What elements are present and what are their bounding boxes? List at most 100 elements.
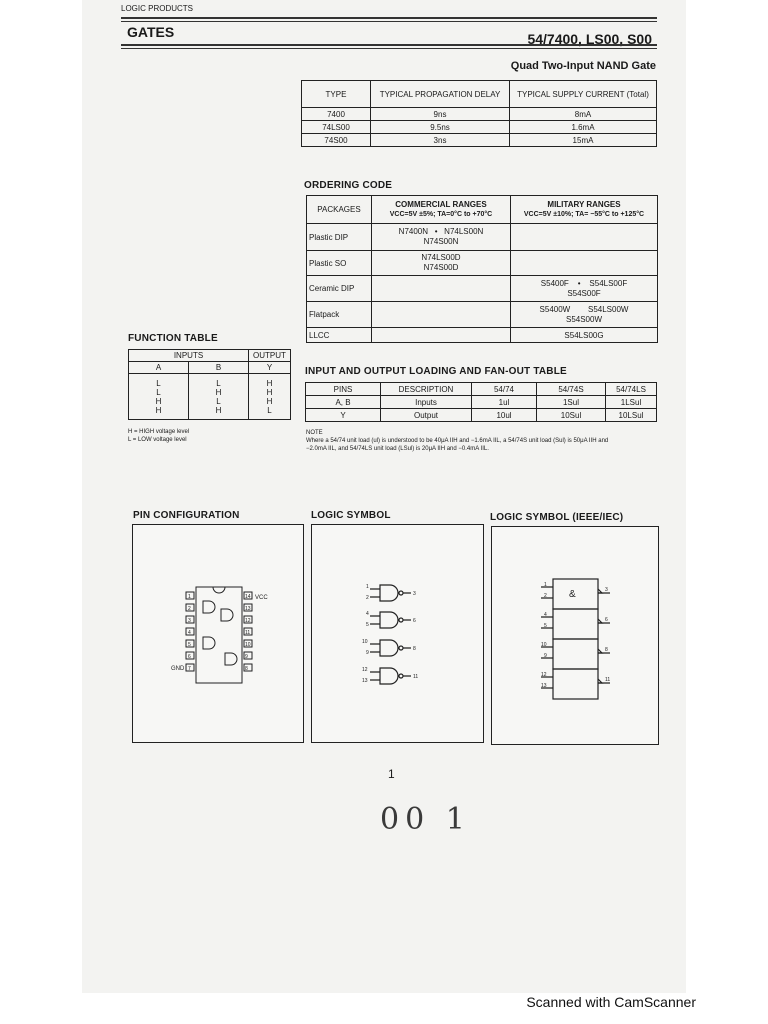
col-b-header: B — [188, 361, 249, 374]
ordering-code-title: ORDERING CODE — [304, 180, 393, 191]
col-a-header: A — [128, 361, 189, 374]
svg-text:3: 3 — [413, 591, 416, 597]
nand-gate-3 — [202, 636, 216, 650]
svg-text:6: 6 — [188, 654, 191, 660]
col-y-values: H H H L — [248, 373, 291, 420]
header-rule-top — [121, 17, 657, 19]
description-header: DESCRIPTION — [380, 382, 472, 396]
std-header: 54/74 — [471, 382, 537, 396]
nand-gate-2 — [379, 611, 399, 629]
table-cell: 9ns — [370, 107, 510, 121]
table-cell: H — [155, 405, 162, 415]
svg-text:13: 13 — [245, 606, 251, 612]
part-number: N74S00D — [423, 263, 459, 272]
commercial-cell: N74LS00D N74S00D — [371, 250, 511, 276]
inversion-bubble — [398, 673, 404, 679]
inversion-bubble — [398, 645, 404, 651]
function-table-title: FUNCTION TABLE — [128, 333, 218, 344]
svg-text:6: 6 — [605, 617, 608, 623]
table-cell: 74S00 — [301, 133, 371, 147]
svg-text:11: 11 — [605, 677, 610, 683]
loading-table-title: INPUT AND OUTPUT LOADING AND FAN-OUT TAB… — [305, 366, 567, 377]
table-cell: 9.5ns — [370, 120, 510, 134]
svg-text:12: 12 — [245, 618, 251, 624]
scanner-watermark: Scanned with CamScanner — [526, 994, 696, 1010]
ieee-input-leads — [541, 586, 553, 689]
table-cell: H — [266, 378, 273, 388]
category-label: LOGIC PRODUCTS — [121, 4, 194, 13]
military-cell — [510, 223, 658, 251]
svg-text:6: 6 — [413, 618, 416, 624]
package-cell: Ceramic DIP — [306, 275, 372, 302]
table-cell: 1.6mA — [509, 120, 657, 134]
military-conditions: VCC=5V ±10%; TA= −55°C to +125°C — [523, 210, 645, 218]
ieee-gate-3 — [552, 638, 599, 670]
commercial-cell: N7400N • N74LS00N N74S00N — [371, 223, 511, 251]
current-header: TYPICAL SUPPLY CURRENT (Total) — [509, 80, 657, 108]
table-cell: 1ul — [471, 395, 537, 409]
svg-text:8: 8 — [605, 647, 608, 653]
svg-text:1: 1 — [366, 584, 369, 590]
note-line: H = HIGH voltage level — [128, 429, 190, 435]
commercial-title: COMMERCIAL RANGES — [395, 199, 487, 209]
svg-text:5: 5 — [366, 622, 369, 628]
inputs-group-header: INPUTS — [128, 349, 249, 362]
logic-symbol-ieee-title: LOGIC SYMBOL (IEEE/IEC) — [490, 512, 624, 523]
commercial-cell — [371, 301, 511, 328]
loading-note: NOTE Where a 54/74 unit load (ul) is und… — [306, 429, 658, 453]
table-cell: L — [216, 378, 221, 388]
table-cell: 3ns — [370, 133, 510, 147]
nand-gate-3 — [379, 639, 399, 657]
pins-header: PINS — [305, 382, 381, 396]
and-qualifier-symbol: & — [569, 589, 576, 600]
note-line: L = LOW voltage level — [128, 437, 187, 443]
package-cell: Plastic SO — [306, 250, 372, 276]
table-cell: 7400 — [301, 107, 371, 121]
svg-text:9: 9 — [544, 653, 547, 659]
part-number: N7400N — [398, 227, 429, 236]
part-number: S54LS00F — [589, 278, 628, 288]
part-number: S5400W — [539, 304, 571, 314]
gnd-label: GND — [171, 666, 185, 672]
ieee-output-leads — [597, 588, 610, 684]
col-a-values: L L H H — [128, 373, 189, 420]
package-cell: LLCC — [306, 327, 372, 343]
part-number: S5400F — [540, 278, 569, 288]
scanned-page — [82, 0, 686, 993]
svg-text:3: 3 — [188, 618, 191, 624]
table-cell: L — [156, 378, 161, 388]
table-cell: 1Sul — [536, 395, 606, 409]
note-line: Where a 54/74 unit load (ul) is understo… — [306, 438, 609, 444]
packages-header: PACKAGES — [306, 195, 372, 224]
output-group-header: OUTPUT — [248, 349, 291, 362]
ieee-gate-4 — [552, 668, 599, 700]
military-cell: S54LS00G — [510, 327, 658, 343]
part-number: S54S00F — [567, 288, 601, 298]
pin1-notch — [212, 586, 226, 594]
commercial-header: COMMERCIAL RANGES VCC=5V ±5%; TA=0°C to … — [371, 195, 511, 224]
military-title: MILITARY RANGES — [547, 199, 621, 209]
table-cell: 1LSul — [605, 395, 657, 409]
handwritten-note: 00 1 — [380, 802, 471, 837]
logic-symbol-title: LOGIC SYMBOL — [311, 510, 391, 521]
type-header: TYPE — [301, 80, 371, 108]
svg-text:3: 3 — [605, 587, 608, 593]
table-cell: L — [267, 405, 272, 415]
page-number: 1 — [388, 767, 395, 781]
ic-package-outline — [195, 586, 243, 684]
table-cell: H — [215, 405, 222, 415]
svg-text:5: 5 — [188, 642, 191, 648]
svg-text:9: 9 — [366, 650, 369, 656]
note-label: NOTE — [306, 430, 323, 436]
part-number: N74LS00N — [444, 227, 484, 236]
table-cell: H — [266, 396, 273, 406]
svg-text:13: 13 — [541, 683, 547, 689]
part-numbers: 54/7400, LS00, S00 — [527, 31, 652, 47]
svg-text:8: 8 — [245, 666, 248, 672]
vcc-label: VCC — [255, 595, 268, 601]
header-rule-top-2 — [121, 21, 657, 22]
